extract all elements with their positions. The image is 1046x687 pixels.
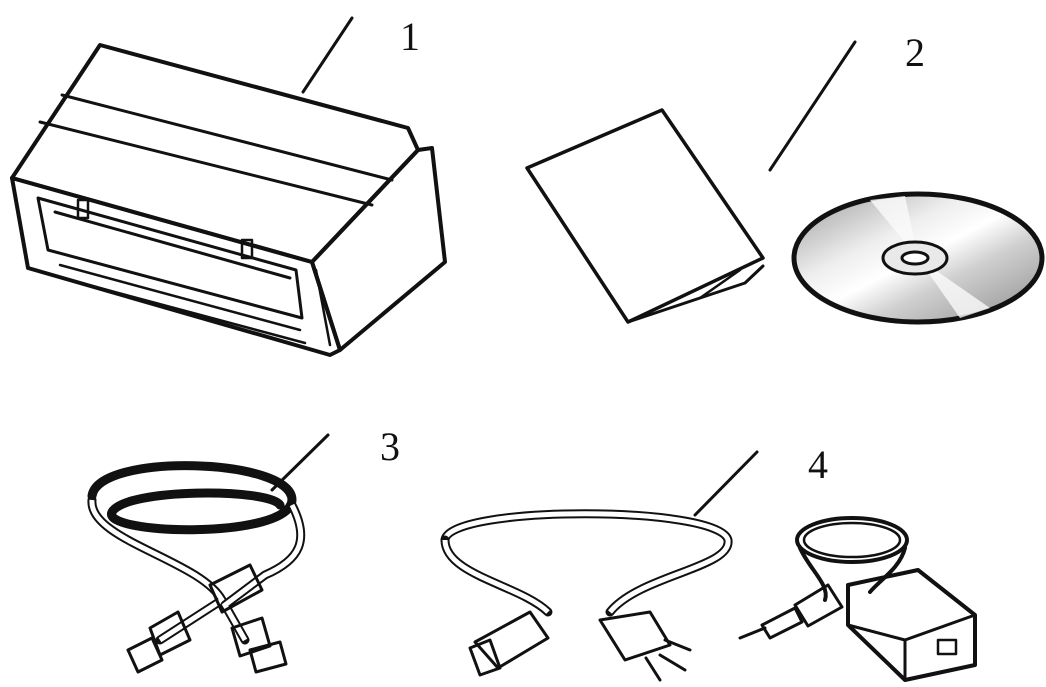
power-cord-illustration xyxy=(440,450,759,682)
quick-guide-illustration xyxy=(525,40,857,324)
power-adapter-illustration xyxy=(738,516,977,682)
usb-cable-illustration xyxy=(87,433,330,674)
cd-rom-illustration xyxy=(791,191,1045,325)
callout-number-4: 4 xyxy=(808,442,828,487)
scanner-illustration xyxy=(10,16,447,357)
callout-number-3: 3 xyxy=(380,424,400,469)
callout-number-2: 2 xyxy=(905,30,925,75)
callout-number-1: 1 xyxy=(400,14,420,59)
